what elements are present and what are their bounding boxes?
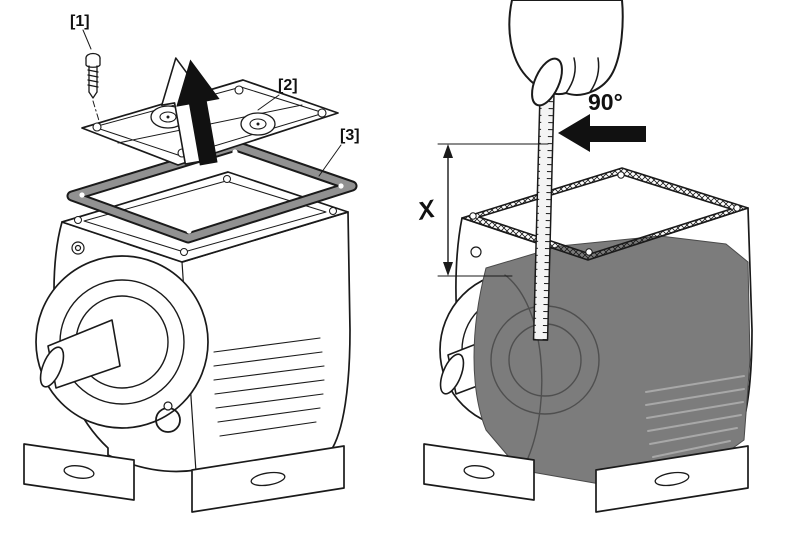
screw-axis-line [92, 100, 101, 125]
thumb [531, 57, 563, 107]
dimension-arrowhead [443, 262, 453, 276]
housing-ribs [213, 337, 325, 437]
housing-flange [61, 171, 349, 263]
sealing-rim-hatched [461, 167, 749, 261]
right-figure: 90° X [413, 0, 753, 513]
shaft-boss [35, 241, 209, 433]
angle-label: 90° [588, 89, 623, 115]
removal-arrow-icon [160, 57, 220, 166]
label-gasket: [3] [340, 127, 360, 144]
label-screw: [1] [70, 13, 90, 30]
screw-icon [85, 52, 101, 125]
leader-line [318, 144, 342, 177]
mounting-foot [423, 443, 535, 501]
dimension-label: X [413, 195, 438, 227]
leader-line [257, 94, 280, 111]
label-cover: [2] [278, 77, 298, 94]
leader-line [82, 29, 92, 50]
left-figure: [1] [2] [3] [23, 13, 360, 513]
oil-mass [473, 235, 751, 485]
dimension-x [437, 143, 549, 277]
mounting-foot [191, 445, 345, 513]
mounting-foot [23, 443, 135, 501]
mounting-foot [595, 445, 749, 513]
hand-icon [508, 0, 624, 107]
output-shaft [47, 319, 121, 389]
dimension-arrowhead [443, 144, 453, 158]
angle-arrow-icon [558, 114, 646, 152]
